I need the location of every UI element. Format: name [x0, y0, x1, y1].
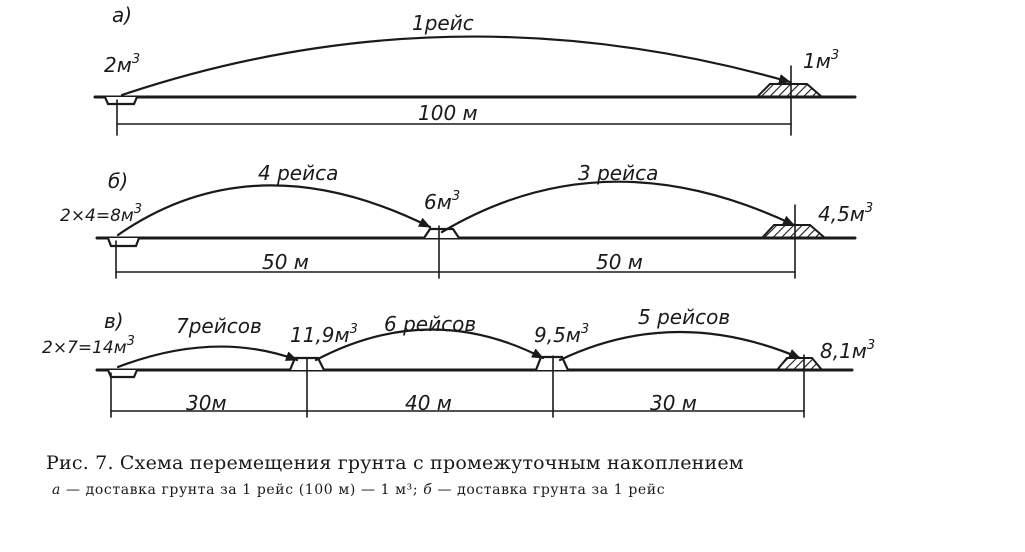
distance-label: 30м — [186, 391, 227, 415]
trip-count-label: 4 рейса — [258, 161, 338, 185]
soil-pile — [754, 83, 825, 98]
intermediate-pile — [422, 227, 461, 240]
trip-arrow — [558, 330, 802, 362]
start-volume-label: 2×4=8м3 — [60, 202, 142, 226]
diagram-c — [95, 328, 854, 418]
intermediate-volume-label: 6м3 — [424, 189, 460, 214]
diagram-c-label: в) — [104, 309, 124, 333]
trip-arrow — [440, 180, 796, 234]
distance-label: 30 м — [650, 391, 697, 415]
trip-count-label: 7рейсов — [176, 314, 262, 338]
trip-count-label: 6 рейсов — [384, 312, 476, 336]
trip-arrow — [120, 35, 792, 97]
end-volume-label: 8,1м3 — [820, 338, 875, 363]
caption-item-a-letter: а — [52, 482, 61, 498]
distance-label: 50 м — [262, 250, 309, 274]
diagram-b — [95, 180, 857, 279]
trip-arrow — [116, 184, 432, 237]
caption-item-b-text: — доставка грунта за 1 рейс — [432, 482, 666, 498]
end-volume-label: 1м3 — [803, 48, 839, 73]
excavation-pit — [106, 236, 141, 248]
trip-count-label: 1рейс — [412, 11, 474, 35]
diagram-a — [93, 35, 857, 136]
distance-label: 40 м — [405, 391, 452, 415]
trip-count-label: 3 рейса — [578, 161, 658, 185]
intermediate-volume-label: 9,5м3 — [534, 322, 589, 347]
figure-caption-title: Рис. 7. Схема перемещения грунта с проме… — [46, 452, 744, 474]
diagram-b-label: б) — [108, 169, 128, 193]
trip-arrow — [314, 328, 545, 362]
caption-item-a-text: — доставка грунта за 1 рейс (100 м) — 1 … — [60, 482, 424, 498]
trip-arrow — [116, 345, 299, 369]
caption-item-b-letter: б — [423, 482, 433, 498]
distance-label: 50 м — [596, 250, 643, 274]
excavation-pit — [106, 368, 139, 379]
soil-pile — [774, 357, 825, 371]
intermediate-volume-label: 11,9м3 — [290, 322, 358, 347]
end-volume-label: 4,5м3 — [818, 201, 873, 226]
diagram-a-label: а) — [112, 3, 132, 27]
start-volume-label: 2×7=14м3 — [42, 334, 135, 358]
soil-pile — [759, 224, 828, 239]
figure-caption-subtitle: а — доставка грунта за 1 рейс (100 м) — … — [52, 482, 665, 498]
trip-count-label: 5 рейсов — [638, 305, 730, 329]
excavation-pit — [103, 95, 139, 106]
distance-label: 100 м — [418, 101, 478, 125]
start-volume-label: 2м3 — [104, 52, 140, 77]
